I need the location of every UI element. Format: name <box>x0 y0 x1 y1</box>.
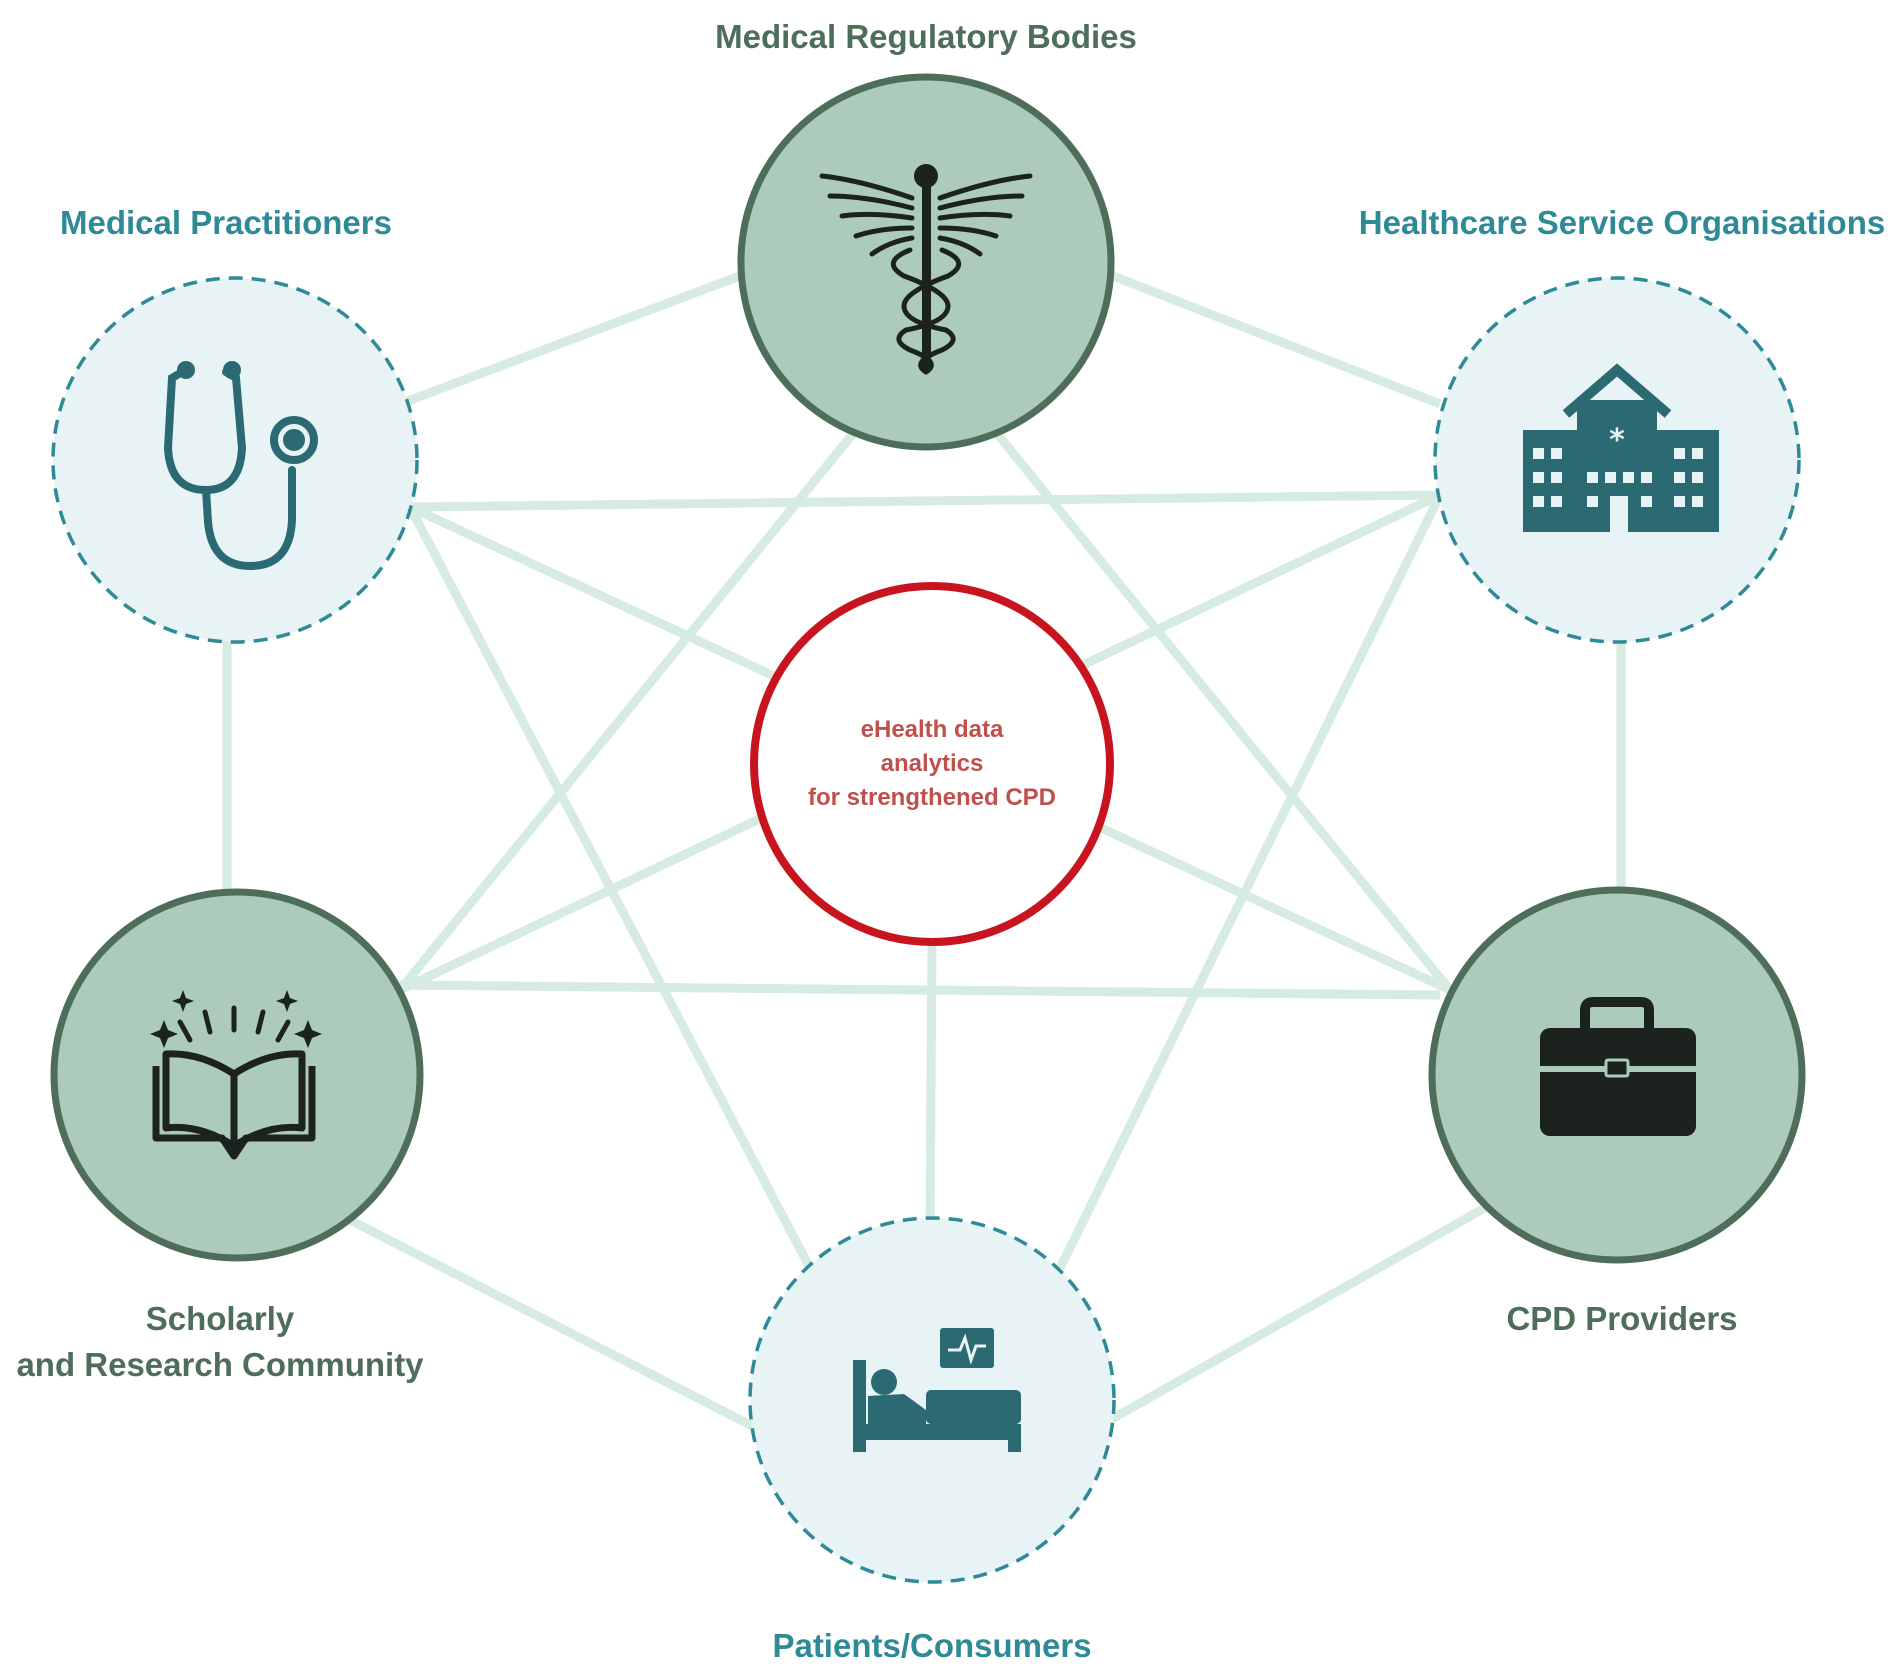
hospital-bed-icon <box>853 1328 1021 1452</box>
connection-lines <box>222 269 1626 1435</box>
svg-text:*: * <box>1609 423 1625 458</box>
edge-center-patients <box>925 939 937 1226</box>
caduceus-icon <box>819 164 1033 375</box>
center-node: eHealth data analytics for strengthened … <box>750 582 1114 946</box>
hospital-icon: * <box>1523 363 1719 532</box>
node-patients-consumers: Patients/Consumers <box>748 1216 1116 1664</box>
node-regulatory-bodies: Medical Regulatory Bodies <box>715 18 1137 451</box>
label-scholarly-line2: and Research Community <box>16 1346 424 1383</box>
label-healthcare-organisations: Healthcare Service Organisations <box>1359 204 1885 241</box>
node-healthcare-organisations: * Healthcare Service Organisations <box>1359 204 1885 644</box>
label-scholarly-line1: Scholarly <box>146 1300 295 1337</box>
edge-scholarly-cpd <box>399 980 1441 1000</box>
edge-cpd-patients <box>1107 1201 1493 1424</box>
label-medical-practitioners: Medical Practitioners <box>60 204 392 241</box>
edge-scholarly-patients <box>347 1215 763 1435</box>
edge-regulatory-cpd <box>986 422 1454 993</box>
edge-regulatory-practitioners <box>398 269 747 409</box>
edge-healthcare-patients <box>1055 493 1445 1270</box>
edge-regulatory-healthcare <box>1106 269 1442 409</box>
label-regulatory-bodies: Medical Regulatory Bodies <box>715 18 1137 55</box>
label-patients-consumers: Patients/Consumers <box>772 1627 1091 1664</box>
center-label-line1: eHealth data <box>861 716 1004 743</box>
label-cpd-providers: CPD Providers <box>1506 1300 1737 1337</box>
briefcase-icon <box>1540 997 1696 1136</box>
open-book-icon <box>150 990 322 1160</box>
node-cpd-providers: CPD Providers <box>1428 886 1806 1337</box>
edge-regulatory-scholarly <box>396 422 864 993</box>
node-medical-practitioners: Medical Practitioners <box>51 204 419 644</box>
center-label-line2: analytics <box>881 750 984 777</box>
center-label-line3: for strengthened CPD <box>808 784 1056 811</box>
stethoscope-icon <box>163 361 318 571</box>
node-scholarly-community: Scholarly and Research Community <box>16 888 424 1383</box>
edge-practitioners-healthcare <box>409 490 1441 512</box>
